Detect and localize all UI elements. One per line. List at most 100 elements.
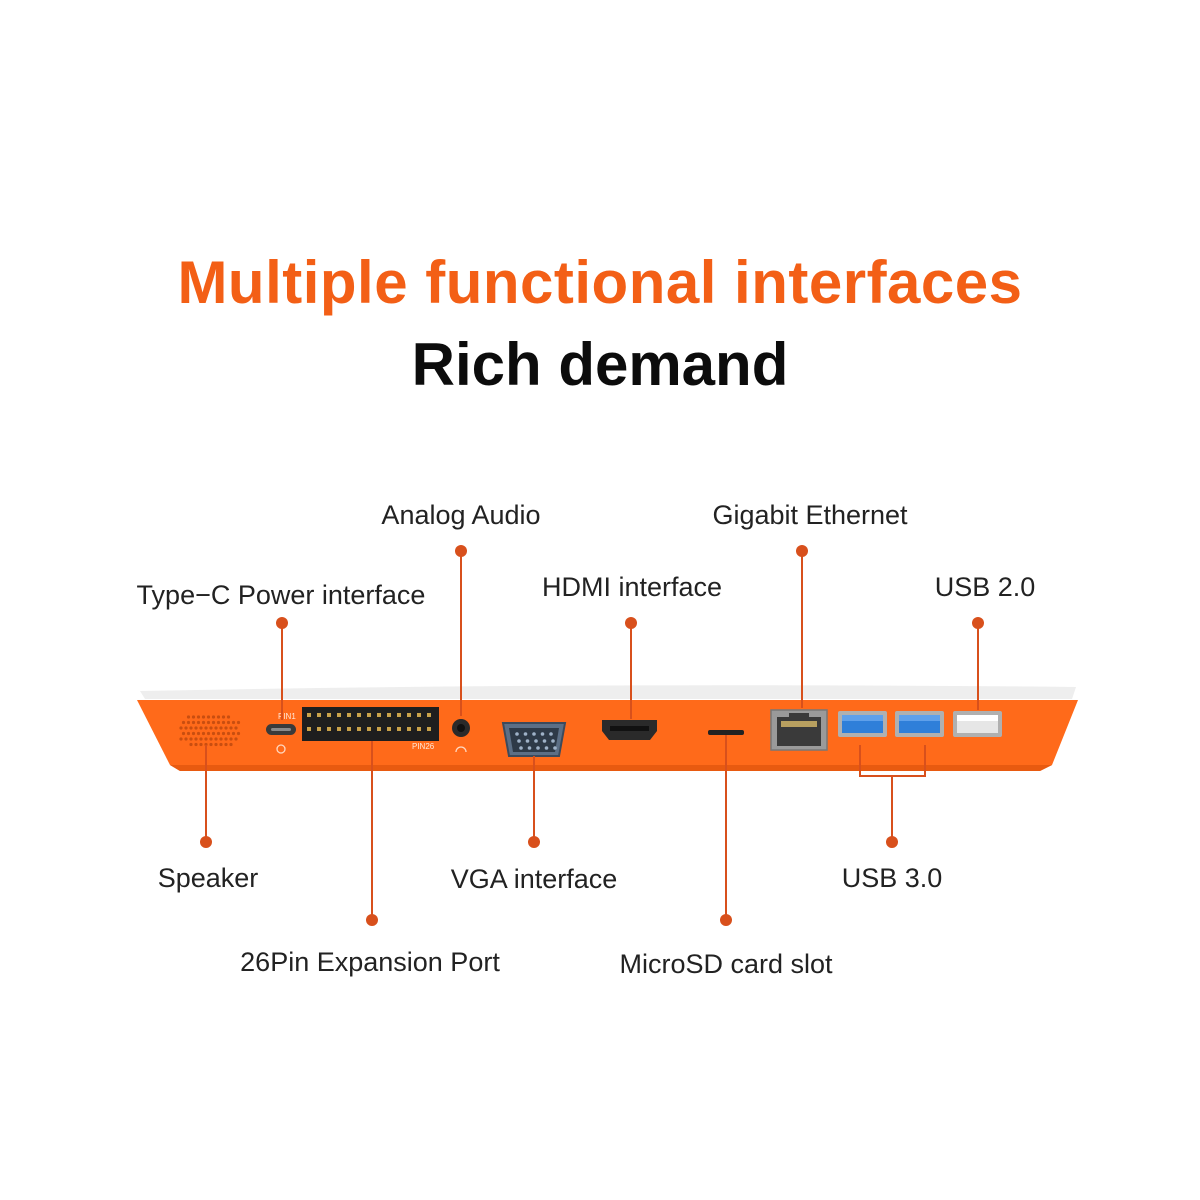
speaker-hole bbox=[224, 737, 228, 741]
header-pin bbox=[317, 727, 321, 731]
vga-port bbox=[501, 722, 567, 757]
speaker-hole bbox=[199, 737, 203, 741]
callout-dot-speaker bbox=[200, 836, 212, 848]
speaker-hole bbox=[229, 742, 233, 747]
header-pin bbox=[377, 713, 381, 717]
speaker-hole bbox=[214, 742, 218, 747]
page-subtitle: Rich demand bbox=[411, 331, 789, 398]
speaker-hole bbox=[226, 720, 231, 725]
speaker-hole bbox=[226, 715, 231, 719]
speaker-hole bbox=[181, 720, 186, 725]
callout-dot-usb3 bbox=[886, 836, 898, 848]
vga-pin bbox=[515, 732, 519, 736]
vga-pin bbox=[544, 746, 549, 750]
usb3-port-2 bbox=[895, 711, 944, 737]
speaker-hole bbox=[219, 737, 223, 741]
speaker-hole bbox=[236, 720, 241, 725]
speaker-hole bbox=[219, 742, 223, 747]
vga-pin bbox=[536, 746, 540, 750]
speaker-hole bbox=[179, 737, 183, 741]
callout-dot-microsd bbox=[720, 914, 732, 926]
vga-pin bbox=[534, 739, 538, 743]
header-pin bbox=[397, 713, 401, 717]
speaker-hole bbox=[189, 726, 193, 730]
header-pin bbox=[367, 713, 371, 717]
speaker-hole bbox=[231, 731, 236, 736]
vga-pin bbox=[551, 739, 555, 743]
header-pin bbox=[407, 727, 411, 731]
device-bottom-edge bbox=[170, 765, 1052, 771]
header-pin bbox=[327, 713, 331, 717]
speaker-hole bbox=[216, 731, 221, 736]
speaker-hole bbox=[226, 731, 231, 736]
speaker-hole bbox=[231, 720, 236, 725]
speaker-hole bbox=[221, 720, 226, 725]
hdmi-port bbox=[602, 720, 657, 740]
speaker-hole bbox=[184, 737, 188, 741]
speaker-hole bbox=[211, 715, 216, 719]
header-pin bbox=[347, 713, 351, 717]
ethernet-port bbox=[770, 709, 828, 751]
speaker-hole bbox=[221, 731, 226, 736]
speaker-hole bbox=[184, 726, 188, 730]
speaker-hole bbox=[216, 715, 221, 719]
speaker-hole bbox=[229, 726, 233, 730]
speaker-hole bbox=[229, 737, 233, 741]
speaker-hole bbox=[186, 720, 191, 725]
speaker-hole bbox=[206, 715, 211, 719]
speaker-hole bbox=[199, 742, 203, 747]
speaker-hole bbox=[224, 742, 228, 747]
speaker-hole bbox=[201, 715, 206, 719]
header-pin bbox=[387, 727, 391, 731]
callout-dot-expansion bbox=[366, 914, 378, 926]
callout-dot-ethernet bbox=[796, 545, 808, 557]
headphone-icon bbox=[455, 746, 467, 753]
speaker-hole bbox=[196, 731, 201, 736]
callout-dot-audio bbox=[455, 545, 467, 557]
callout-dot-vga bbox=[528, 836, 540, 848]
label-usb3: USB 3.0 bbox=[841, 863, 943, 893]
usb3-port-1 bbox=[838, 711, 887, 737]
header-pin bbox=[427, 727, 431, 731]
speaker-hole bbox=[209, 742, 213, 747]
speaker-hole bbox=[206, 720, 211, 725]
speaker-hole bbox=[181, 731, 186, 736]
speaker-hole bbox=[189, 742, 193, 747]
speaker-hole bbox=[204, 726, 208, 730]
header-pin bbox=[387, 713, 391, 717]
expansion-port-header: PIN26 bbox=[302, 707, 439, 751]
speaker-hole bbox=[199, 726, 203, 730]
speaker-hole bbox=[201, 720, 206, 725]
label-type-c-power: Type−C Power interface bbox=[136, 580, 426, 610]
header-pin bbox=[417, 727, 421, 731]
label-analog-audio: Analog Audio bbox=[381, 500, 541, 530]
speaker-hole bbox=[234, 737, 238, 741]
usb2-port bbox=[953, 711, 1002, 737]
pin26-marking: PIN26 bbox=[412, 742, 435, 751]
speaker-hole bbox=[224, 726, 228, 730]
vga-pin bbox=[523, 732, 528, 736]
callout-dot-hdmi bbox=[625, 617, 637, 629]
audio-jack bbox=[452, 719, 470, 753]
speaker-hole bbox=[191, 731, 196, 736]
label-expansion-port: 26Pin Expansion Port bbox=[240, 947, 500, 977]
callout-dot-usb2 bbox=[972, 617, 984, 629]
vga-pin bbox=[525, 739, 530, 743]
vga-pin bbox=[532, 732, 536, 736]
header-pin bbox=[367, 727, 371, 731]
speaker-hole bbox=[186, 715, 191, 719]
header-pin bbox=[317, 713, 321, 717]
label-microsd: MicroSD card slot bbox=[619, 949, 833, 979]
label-vga: VGA interface bbox=[450, 864, 618, 894]
speaker-grille bbox=[179, 715, 241, 747]
speaker-hole bbox=[216, 720, 221, 725]
vga-pin bbox=[549, 732, 553, 736]
vga-pin bbox=[540, 732, 545, 736]
header-pin bbox=[357, 727, 361, 731]
speaker-hole bbox=[201, 731, 206, 736]
header-pin bbox=[307, 727, 311, 731]
header-pin bbox=[377, 727, 381, 731]
speaker-hole bbox=[191, 715, 196, 719]
speaker-hole bbox=[219, 726, 223, 730]
label-usb2: USB 2.0 bbox=[934, 572, 1036, 602]
